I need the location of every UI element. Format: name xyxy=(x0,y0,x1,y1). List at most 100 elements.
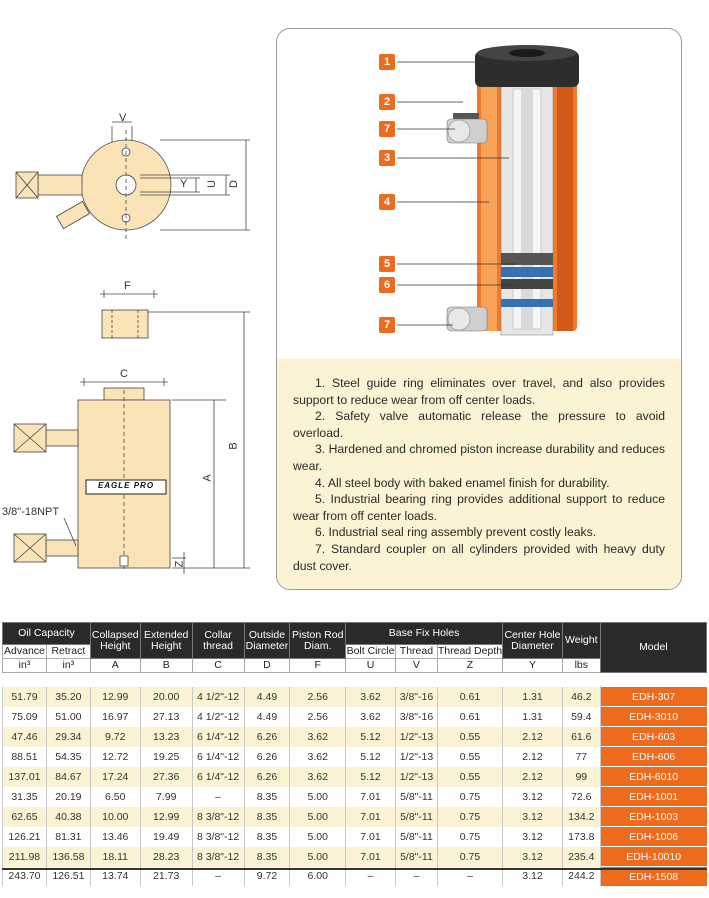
th-letter-c: C xyxy=(191,658,245,673)
table-cell: 20.19 xyxy=(45,786,91,807)
table-cell: 12.99 xyxy=(89,686,141,707)
model-cell: EDH-1001 xyxy=(599,786,707,807)
table-cell: 6 1/4"-12 xyxy=(191,766,244,787)
model-cell: EDH-603 xyxy=(599,726,707,747)
model-cell: EDH-1508 xyxy=(599,866,707,886)
th-outside: Outside Diameter xyxy=(243,622,291,659)
table-cell: – xyxy=(345,866,396,886)
th-letter-d: D xyxy=(243,658,291,673)
features-list: 1. Steel guide ring eliminates over trav… xyxy=(293,375,665,574)
table-cell: 7.01 xyxy=(345,846,396,867)
table-cell: 3.12 xyxy=(502,826,563,847)
table-cell: 5/8"-11 xyxy=(395,806,438,827)
table-cell: 3.62 xyxy=(289,726,346,747)
table-cell: 3.62 xyxy=(345,706,396,727)
dim-c: C xyxy=(120,368,128,380)
table-cell: 1.31 xyxy=(502,686,563,707)
table-cell: 51.00 xyxy=(45,706,91,727)
feature-7: 7. Standard coupler on all cylinders pro… xyxy=(293,541,665,573)
table-cell: 81.31 xyxy=(45,826,91,847)
table-cell: 0.55 xyxy=(436,746,503,767)
table-cell: 7.01 xyxy=(345,786,396,807)
table-cell: 51.79 xyxy=(2,686,47,707)
dim-d: D xyxy=(227,180,240,188)
table-cell: – xyxy=(191,786,244,807)
table-cell: 136.58 xyxy=(45,846,91,867)
table-cell: 75.09 xyxy=(2,706,47,727)
th-weight: Weight xyxy=(561,622,601,659)
table-cell: 5.12 xyxy=(345,726,396,747)
table-cell: 62.65 xyxy=(2,806,47,827)
table-cell: 12.99 xyxy=(139,806,193,827)
feature-panel: 1 2 7 3 4 5 6 7 1. Steel guide ring elim… xyxy=(276,28,682,590)
feature-4: 4. All steel body with baked enamel fini… xyxy=(315,475,610,490)
callout-1: 1 xyxy=(379,54,395,70)
feature-5: 5. Industrial bearing ring provides addi… xyxy=(293,492,665,523)
th-letter-v: V xyxy=(395,658,438,673)
feature-1: 1. Steel guide ring eliminates over trav… xyxy=(293,376,665,407)
table-cell: 0.55 xyxy=(436,726,503,747)
callout-6: 6 xyxy=(379,277,395,293)
table-cell: 47.46 xyxy=(2,726,47,747)
table-cell: 5.00 xyxy=(289,846,346,867)
table-cell: 1/2"-13 xyxy=(395,746,438,767)
table-cell: 243.70 xyxy=(2,866,47,886)
table-cell: 40.38 xyxy=(45,806,91,827)
table-cell: 3.62 xyxy=(289,746,346,767)
table-cell: 19.25 xyxy=(139,746,193,767)
table-cell: 173.8 xyxy=(561,826,601,847)
th-letter-z: Z xyxy=(436,658,504,673)
table-cell: 16.97 xyxy=(89,706,141,727)
th-bolt-circle: Bolt Circle xyxy=(345,644,396,659)
table-cell: 211.98 xyxy=(2,846,47,867)
table-cell: 13.74 xyxy=(89,866,141,886)
table-cell: 134.2 xyxy=(561,806,601,827)
table-cell: 8.35 xyxy=(243,826,290,847)
table-cell: 126.21 xyxy=(2,826,47,847)
callout-4: 4 xyxy=(379,194,395,210)
th-advance: Advance xyxy=(2,644,47,659)
model-cell: EDH-10010 xyxy=(599,846,707,867)
table-cell: 5.12 xyxy=(345,766,396,787)
dim-z: Z xyxy=(173,560,186,568)
table-cell: 235.4 xyxy=(561,846,601,867)
callout-3: 3 xyxy=(379,150,395,166)
table-cell: 244.2 xyxy=(561,866,601,886)
table-cell: 5.00 xyxy=(289,786,346,807)
table-cell: 7.01 xyxy=(345,806,396,827)
th-letter-f: F xyxy=(289,658,347,673)
table-cell: 88.51 xyxy=(2,746,47,767)
model-cell: EDH-1006 xyxy=(599,826,707,847)
table-cell: 29.34 xyxy=(45,726,91,747)
table-cell: 6.26 xyxy=(243,766,290,787)
model-cell: EDH-6010 xyxy=(599,766,707,787)
features-box: 1. Steel guide ring eliminates over trav… xyxy=(277,359,681,589)
table-cell: 8.35 xyxy=(243,786,290,807)
table-cell: 13.23 xyxy=(139,726,193,747)
table-cell: 5.00 xyxy=(289,806,346,827)
table-cell: 8.35 xyxy=(243,846,290,867)
model-cell: EDH-3010 xyxy=(599,706,707,727)
table-cell: 77 xyxy=(561,746,601,767)
table-cell: 5/8"-11 xyxy=(395,846,438,867)
th-unit: in³ xyxy=(2,658,47,673)
table-cell: 2.56 xyxy=(289,686,346,707)
table-cell: 6 1/4"-12 xyxy=(191,746,244,767)
table-cell: 6.00 xyxy=(289,866,346,886)
table-cell: 3.62 xyxy=(289,766,346,787)
table-cell: 84.67 xyxy=(45,766,91,787)
table-cell: 137.01 xyxy=(2,766,47,787)
feature-3: 3. Hardened and chromed piston increase … xyxy=(293,442,665,473)
table-cell: 54.35 xyxy=(45,746,91,767)
dim-y: Y xyxy=(180,178,188,190)
table-cell: 10.00 xyxy=(89,806,141,827)
thread-note: 3/8"-18NPT xyxy=(2,506,60,518)
table-cell: 0.55 xyxy=(436,766,503,787)
table-cell: – xyxy=(436,866,503,886)
table-cell: 4.49 xyxy=(243,686,290,707)
